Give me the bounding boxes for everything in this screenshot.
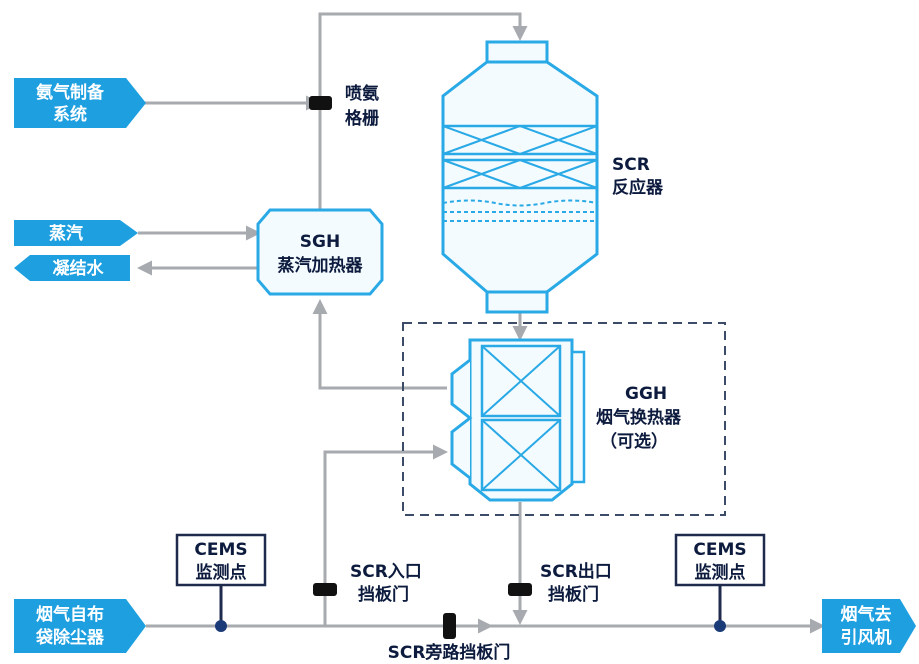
damper-label-line2: 挡板门: [548, 584, 599, 605]
damper-label-line1: SCR入口: [350, 562, 422, 582]
scr-reactor: SCR 反应器: [441, 40, 664, 314]
tag-flue-gas-in: 烟气自布 袋除尘器: [14, 599, 146, 653]
ggh-optional-frame: [402, 322, 726, 516]
cems-label-line2: 监测点: [196, 562, 247, 583]
reactor-top-nozzle: [485, 40, 549, 64]
ggh-label-line2: 烟气换热器: [596, 407, 682, 428]
sgh-label-line2: 蒸汽加热器: [278, 255, 364, 276]
damper-block: [508, 583, 532, 596]
tag-label-line2: 袋除尘器: [35, 627, 105, 648]
pipes: [137, 12, 825, 634]
scr-reactor-label-line1: SCR: [612, 155, 650, 175]
pipe-to-reactor-top: [318, 12, 528, 210]
tag-shape: [14, 78, 146, 128]
ammonia-grid: 喷氨 格栅: [309, 83, 379, 129]
damper-scr-bypass: SCR旁路挡板门: [388, 613, 511, 663]
ggh-core-upper: [480, 344, 562, 418]
tag-flue-gas-out: 烟气去 引风机: [822, 599, 916, 653]
tag-label-line2: 系统: [53, 104, 87, 125]
tag-steam: 蒸汽: [14, 220, 138, 246]
cems-sample-point: [714, 620, 726, 632]
cems-label-line1: CEMS: [693, 540, 746, 560]
sgh-heater: SGH 蒸汽加热器: [256, 208, 384, 296]
ggh-core-lower: [480, 418, 562, 492]
ggh-heat-exchanger: GGH 烟气换热器 （可选）: [402, 322, 726, 516]
tag-shape: [14, 220, 138, 246]
tag-shape: [14, 255, 130, 281]
damper-scr-outlet: SCR出口 挡板门: [508, 561, 612, 605]
reactor-bottom-nozzle: [485, 290, 549, 314]
tag-label-line2: 引风机: [841, 627, 892, 648]
cems-left: CEMS 监测点: [175, 533, 267, 632]
tag-shape: [822, 599, 916, 653]
tag-ammonia-system: 氨气制备 系统: [14, 78, 146, 128]
tag-label-line1: 烟气自布: [36, 604, 104, 625]
ammonia-grid-block: [309, 96, 332, 110]
tag-label: 凝结水: [53, 258, 105, 279]
cems-box: [674, 533, 766, 587]
tag-label: 蒸汽: [49, 223, 83, 244]
catalyst-reserve-layer: [442, 199, 598, 222]
pipe-ggh-to-sgh: [312, 299, 447, 390]
tag-shape: [14, 599, 146, 653]
tag-condensate: 凝结水: [14, 255, 130, 281]
damper-label-line1: SCR出口: [540, 561, 612, 582]
cems-sample-point: [215, 620, 227, 632]
damper-label-line2: 挡板门: [358, 584, 409, 605]
ggh-label-line3: （可选）: [600, 431, 668, 452]
scr-reactor-label-line2: 反应器: [612, 177, 664, 198]
damper-label: SCR旁路挡板门: [388, 642, 511, 663]
sgh-body: [256, 208, 384, 296]
cems-box: [175, 533, 267, 587]
sgh-label-line1: SGH: [300, 232, 340, 252]
damper-block: [313, 583, 337, 596]
catalyst-bed-1: [441, 124, 599, 156]
damper-block: [443, 613, 456, 639]
tag-label-line1: 氨气制备: [36, 82, 105, 103]
catalyst-bed-2: [441, 158, 599, 190]
reactor-body: [441, 60, 599, 294]
pipe-inlet-to-ggh: [323, 444, 448, 625]
damper-scr-inlet: SCR入口 挡板门: [313, 562, 422, 605]
ammonia-grid-label-line1: 喷氨: [345, 83, 379, 104]
ggh-side-plate: [570, 350, 586, 484]
cems-label-line2: 监测点: [695, 562, 746, 583]
tag-label-line1: 烟气去: [841, 604, 892, 625]
ggh-inlet-hoods: [450, 358, 473, 480]
ggh-label-line1: GGH: [625, 384, 667, 404]
ammonia-grid-label-line2: 格栅: [345, 108, 379, 129]
cems-right: CEMS 监测点: [674, 533, 766, 632]
cems-label-line1: CEMS: [194, 540, 247, 560]
